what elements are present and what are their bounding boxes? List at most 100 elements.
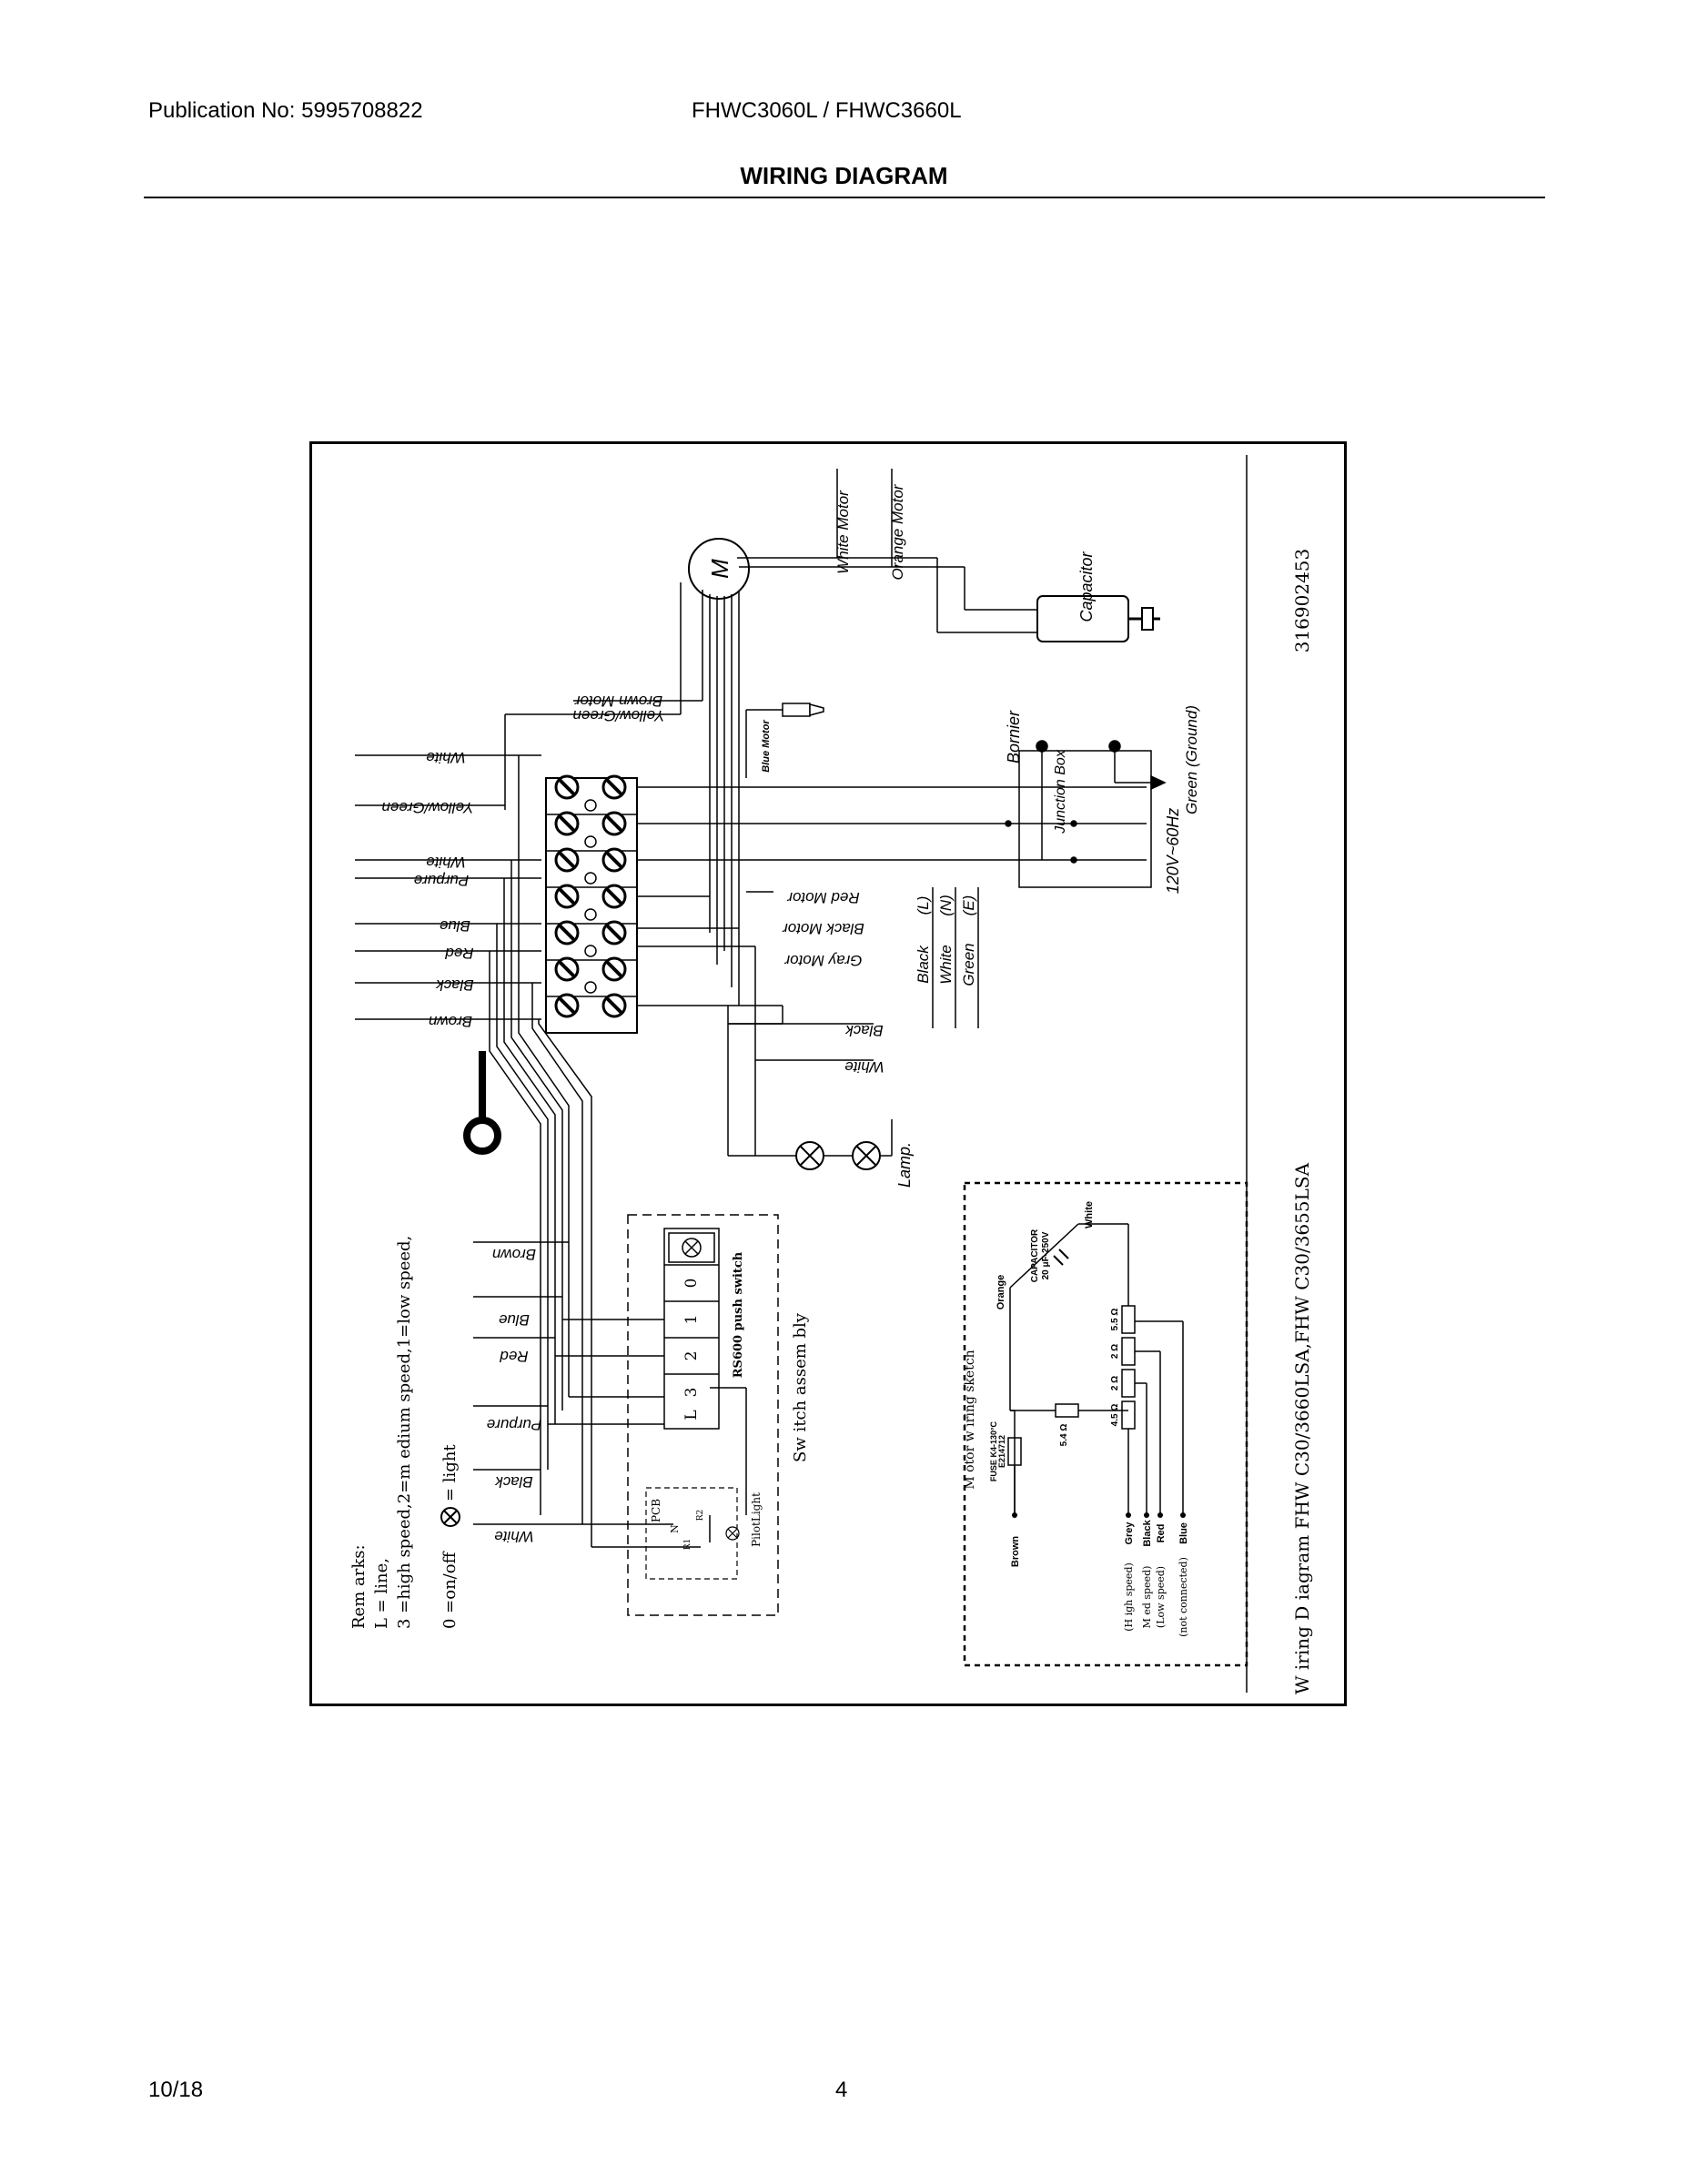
legend-line: (L): [915, 896, 932, 915]
switch-assembly: [548, 1214, 779, 1616]
pcb-n-label: N: [669, 1524, 681, 1533]
pilot-light-label: PilotLight: [750, 1492, 763, 1547]
sketch-fuse: FUSE K4-130°C: [989, 1421, 998, 1481]
lamp-wire-white: White: [844, 1058, 884, 1076]
sketch-resistor-4: 4.5 Ω: [1110, 1404, 1120, 1427]
remarks-light: = light: [440, 1444, 460, 1502]
blue-motor-connector: [745, 703, 824, 778]
motor-wire-orange: Orange Motor: [889, 483, 906, 580]
switch-key-2: 2: [682, 1351, 701, 1361]
junction-box: [1005, 740, 1167, 888]
top-wires: [504, 700, 702, 810]
sketch-capacitor-value: 20 μF-250V: [1041, 1231, 1051, 1279]
left-wire-brown: Brown: [429, 1013, 472, 1030]
wire-yellow-green-top: Yellow/Green: [572, 707, 664, 724]
header-rule: [144, 197, 1545, 198]
switch-wire-purpure: Purpure: [487, 1416, 541, 1433]
light-symbol-icon: [440, 1507, 460, 1527]
legend-green: Green: [960, 943, 977, 986]
remarks-line: L = line,: [372, 1558, 391, 1629]
sketch-capacitor: CAPACITOR: [1030, 1228, 1040, 1282]
left-wire-red: Red: [445, 945, 474, 962]
sketch-wire-red: Red: [1156, 1524, 1167, 1543]
sketch-wire-grey: Grey: [1124, 1522, 1135, 1545]
bornier-label: Bornier: [1005, 710, 1023, 763]
switch-wire-brown: Brown: [492, 1246, 536, 1263]
sketch-fuse-part: E214712: [997, 1435, 1006, 1468]
lamp-wires: [728, 1023, 893, 1157]
publication-number: Publication No: 5995708822: [148, 98, 423, 123]
sketch-resistor-3: 2 Ω: [1110, 1376, 1120, 1390]
motor-wiring-sketch: [963, 1181, 1248, 1667]
switch-key-1: 1: [682, 1315, 701, 1325]
switch-harness: [489, 755, 592, 1547]
sketch-resistor-1: 5.5 Ω: [1110, 1309, 1120, 1331]
legend-earth: (E): [960, 895, 977, 916]
supply-voltage-label: 120V~60Hz: [1164, 808, 1182, 895]
motor-wire-gray: Gray Motor: [783, 952, 862, 969]
green-ground-label: Green (Ground): [1183, 705, 1200, 814]
switch-assembly-label: Sw itch assem bly: [791, 1312, 810, 1462]
switch-key-l: L: [682, 1410, 701, 1420]
sketch-speed-high: (H igh speed): [1123, 1562, 1135, 1632]
motor-wire-white: White Motor: [834, 490, 852, 574]
left-wire-blue: Blue: [440, 917, 470, 935]
switch-wire-blue: Blue: [499, 1311, 530, 1329]
pcb-label: PCB: [650, 1499, 662, 1522]
blue-motor-label: Blue Motor: [761, 720, 772, 773]
sketch-resistor-5: 5.4 Ω: [1059, 1424, 1069, 1447]
switch-key-0: 0: [682, 1279, 701, 1289]
sketch-speed-med: M ed speed): [1141, 1566, 1153, 1629]
sketch-title: M otor w iring sketch: [963, 1350, 977, 1489]
sketch-speed-low: (Low speed): [1155, 1566, 1167, 1628]
pcb-r1-label: R1: [683, 1539, 692, 1551]
wire-brown-motor: Brown Motor: [573, 693, 662, 710]
remarks-heading: Rem arks:: [349, 1544, 369, 1629]
motor-wire-red: Red Motor: [786, 889, 860, 906]
motor-wire-black: Black Motor: [782, 920, 864, 937]
diagram-border: [309, 441, 1347, 1706]
switch-key-3: 3: [682, 1388, 701, 1398]
terminal-block: [545, 774, 638, 1034]
lamp-wire-black: Black: [844, 1022, 884, 1039]
sketch-orange: Orange: [996, 1275, 1006, 1310]
sketch-resistor-2: 2 Ω: [1110, 1344, 1120, 1359]
motor-label: M: [706, 559, 733, 579]
left-wire-white-2: White: [426, 854, 465, 871]
switch-model-label: RS600 push switch: [732, 1251, 745, 1378]
sketch-not-connected: (not connected): [1178, 1557, 1189, 1637]
page-number: 4: [835, 2078, 848, 2102]
left-wire-purpure: Purpure: [414, 872, 469, 889]
switch-wire-black: Black: [494, 1473, 533, 1491]
supply-wires: [637, 786, 1147, 1156]
lamp-icon: [795, 1141, 881, 1170]
motor-symbol: [688, 538, 750, 600]
switch-wire-red: Red: [500, 1348, 529, 1365]
left-wire-black: Black: [435, 976, 474, 994]
left-wires: [355, 754, 541, 1020]
legend-neutral: (N): [937, 895, 955, 916]
sketch-wire-brown: Brown: [1010, 1536, 1021, 1568]
motor-leads: [680, 582, 740, 1006]
capacitor-label: Capacitor: [1077, 551, 1096, 622]
model-numbers: FHWC3060L / FHWC3660L: [692, 98, 962, 123]
legend-white: White: [937, 945, 955, 984]
legend-black: Black: [915, 945, 932, 984]
motor-supply-wires: [737, 469, 1037, 633]
footer-date: 10/18: [148, 2078, 204, 2102]
diagram-caption: W iring D iagram FHW C30/3660LSA,FHW C30…: [1291, 1162, 1313, 1694]
sketch-white: White: [1084, 1201, 1095, 1228]
left-wire-white-1: White: [426, 749, 465, 766]
page-title: WIRING DIAGRAM: [740, 162, 948, 189]
switch-wire-leads: [473, 1241, 582, 1525]
left-wire-yellow-green: Yellow/Green: [381, 799, 473, 816]
pcb-r2-label: R2: [696, 1510, 705, 1522]
ground-terminal-icon: [463, 1051, 501, 1155]
remarks-onoff: 0 =on/off: [440, 1551, 460, 1629]
sketch-wire-black: Black: [1142, 1519, 1153, 1546]
part-number: 316902453: [1291, 549, 1313, 653]
junction-box-label: Junction Box: [1053, 749, 1068, 834]
sketch-wire-blue: Blue: [1178, 1522, 1189, 1544]
wiring-diagram: 316902453 W iring D iagram FHW C30/3660L…: [309, 441, 1347, 1706]
switch-wire-white: White: [494, 1528, 533, 1545]
